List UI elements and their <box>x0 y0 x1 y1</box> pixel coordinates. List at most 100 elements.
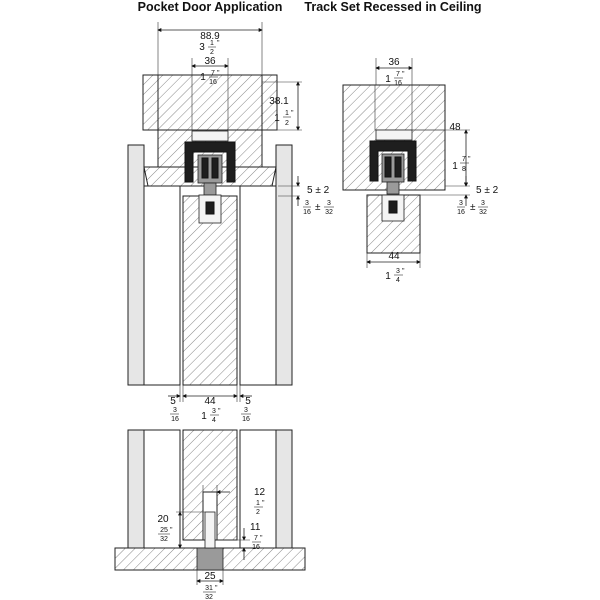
dim-track-num: 7 <box>211 70 215 77</box>
dim-top-width: 88.9 3 1 " 2 <box>157 22 263 80</box>
inch-mark: " <box>215 585 218 592</box>
dim-door-num: 3 <box>212 408 216 415</box>
dim-guide-w-num: 1 <box>256 500 260 507</box>
hanger-nut <box>205 201 215 215</box>
dim-gap-mm: 5 ± 2 <box>307 185 330 196</box>
floor-guide-base <box>196 547 224 571</box>
recessed-wheel-right <box>394 156 402 178</box>
left-jamb <box>127 144 145 386</box>
dim-head-whole: 1 <box>274 113 280 124</box>
dim-top-width-mm: 88.9 <box>200 31 220 42</box>
pocket-right-wall <box>239 185 277 386</box>
dim-guide-gap-num: 7 <box>254 535 258 542</box>
dim-guide-gap-mm: 11 <box>250 522 261 533</box>
dim-head-height: 38.1 1 1 " 2 <box>262 81 302 131</box>
inch-mark: " <box>218 408 221 415</box>
dim-guide-w-den: 2 <box>256 509 260 516</box>
dim-gap-right-b-den: 32 <box>479 209 487 216</box>
track-profile <box>184 141 236 183</box>
dim-head-den: 2 <box>285 120 289 127</box>
dim-gap-b-num: 3 <box>327 200 331 207</box>
dim-track-den: 16 <box>209 79 217 86</box>
inch-mark: " <box>217 40 220 47</box>
inch-mark: " <box>262 500 265 507</box>
dim-recess-den: 8 <box>462 166 466 173</box>
dim-track-left: 36 1 7 " 16 <box>191 56 229 130</box>
dim-floor-w-num: 31 <box>205 585 213 592</box>
title-recessed: Track Set Recessed in Ceiling <box>304 0 481 14</box>
dim-head-num: 1 <box>285 110 289 117</box>
dim-guide-h-den: 32 <box>160 536 168 543</box>
dim-side-right-num: 3 <box>244 407 248 414</box>
recessed-track <box>369 140 417 182</box>
dim-recess-whole: 1 <box>452 161 458 172</box>
dim-gap-a-den: 16 <box>303 209 311 216</box>
trolley-wheel-left <box>201 157 209 179</box>
dim-door-right-num: 3 <box>396 268 400 275</box>
dim-gap-b-den: 32 <box>325 209 333 216</box>
dim-side-left-num: 3 <box>173 407 177 414</box>
floor-left-jamb <box>127 429 145 549</box>
recessed-track-top <box>375 129 413 141</box>
floor-guide-section <box>114 429 306 571</box>
dim-track-mm: 36 <box>204 56 216 67</box>
dim-top-width-den: 2 <box>210 49 214 56</box>
dim-gap-right-a-den: 16 <box>457 209 465 216</box>
dim-door-whole: 1 <box>201 411 207 422</box>
right-jamb <box>275 144 293 386</box>
inch-mark: " <box>468 156 471 163</box>
floor-right-jamb <box>275 429 293 549</box>
recessed-bolt <box>386 181 400 195</box>
dim-recess-num: 7 <box>462 156 466 163</box>
dim-door-right-mm: 44 <box>388 251 400 262</box>
dim-door-right-den: 4 <box>396 277 400 284</box>
dim-guide-height: 20 25 " 32 <box>157 511 205 549</box>
dim-floor-w-den: 32 <box>205 594 213 600</box>
track-profile-top <box>191 130 229 142</box>
dim-gap-left: 5 ± 2 3 16 ± 3 32 <box>278 176 334 216</box>
dim-guide-gap-den: 16 <box>252 544 260 551</box>
inch-mark: " <box>217 70 220 77</box>
dim-door-right-whole: 1 <box>385 271 391 282</box>
inch-mark: " <box>260 535 263 542</box>
dim-gap-a-num: 3 <box>305 200 309 207</box>
floor-guide-pin <box>204 511 216 549</box>
door-slab <box>182 195 238 386</box>
hanger-bolt <box>203 182 217 196</box>
dim-bottom-left: 5 3 16 44 1 3 " 4 5 3 16 <box>168 385 252 424</box>
dim-floor-w-mm: 25 <box>204 571 216 582</box>
dim-side-left-den: 16 <box>171 416 179 423</box>
dim-guide-w-mm: 12 <box>254 487 266 498</box>
recessed-wheel-left <box>384 156 392 178</box>
dim-guide-h-mm: 20 <box>157 514 169 525</box>
dim-top-width-num: 1 <box>210 40 214 47</box>
dim-gap-right-pm: ± <box>470 202 476 213</box>
dim-head-mm: 38.1 <box>269 96 289 107</box>
dim-track-right-num: 7 <box>396 71 400 78</box>
inch-mark: " <box>402 71 405 78</box>
dim-floor-width: 25 31 " 32 <box>196 570 224 600</box>
pocket-left-wall <box>143 185 181 386</box>
dim-track-right: 36 1 7 " 16 <box>375 57 413 87</box>
title-pocket-door: Pocket Door Application <box>138 0 283 14</box>
inch-mark: " <box>402 268 405 275</box>
dim-door-den: 4 <box>212 417 216 424</box>
dim-door-mm: 44 <box>204 396 216 407</box>
pocket-door-top-section <box>127 74 293 386</box>
inch-mark: " <box>291 110 294 117</box>
dim-gap-right-a-num: 3 <box>459 200 463 207</box>
dim-track-right-den: 16 <box>394 80 402 87</box>
dim-guide-h-num: 25 <box>160 527 168 534</box>
dim-side-right-den: 16 <box>242 416 250 423</box>
dim-gap-right-mm: 5 ± 2 <box>476 185 499 196</box>
dim-gap-pm: ± <box>315 202 321 213</box>
header-inner <box>157 74 263 131</box>
dim-gap-right: 5 ± 2 3 16 ± 3 32 <box>420 176 499 216</box>
dim-gap-right-b-num: 3 <box>481 200 485 207</box>
dim-side-left-mm: 5 <box>170 396 176 407</box>
recessed-hanger-nut <box>388 200 398 214</box>
inch-mark: " <box>170 527 173 534</box>
dim-recess-mm: 48 <box>449 122 461 133</box>
